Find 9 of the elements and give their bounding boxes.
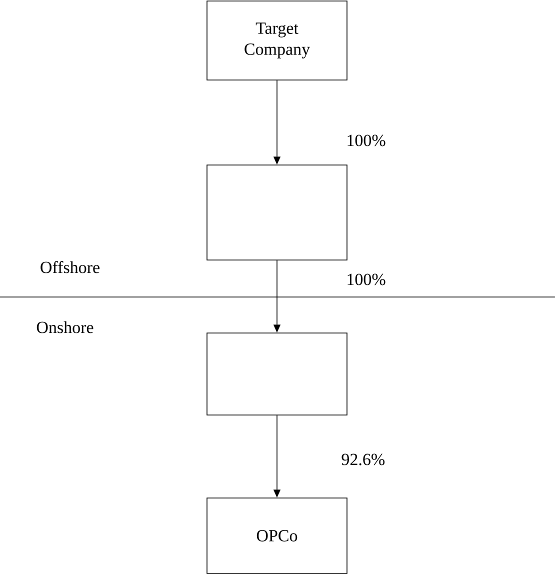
entity-box <box>206 332 348 416</box>
entity-box <box>206 164 348 260</box>
edge-label: 100% <box>348 134 386 146</box>
entity-box: Target Company <box>206 0 348 80</box>
entity-box: OPCo <box>206 498 348 574</box>
edge-label: 100% <box>348 274 386 286</box>
region-label: Offshore <box>40 261 100 274</box>
region-label: Onshore <box>36 321 94 334</box>
edge-label: 92.6% <box>342 454 385 466</box>
